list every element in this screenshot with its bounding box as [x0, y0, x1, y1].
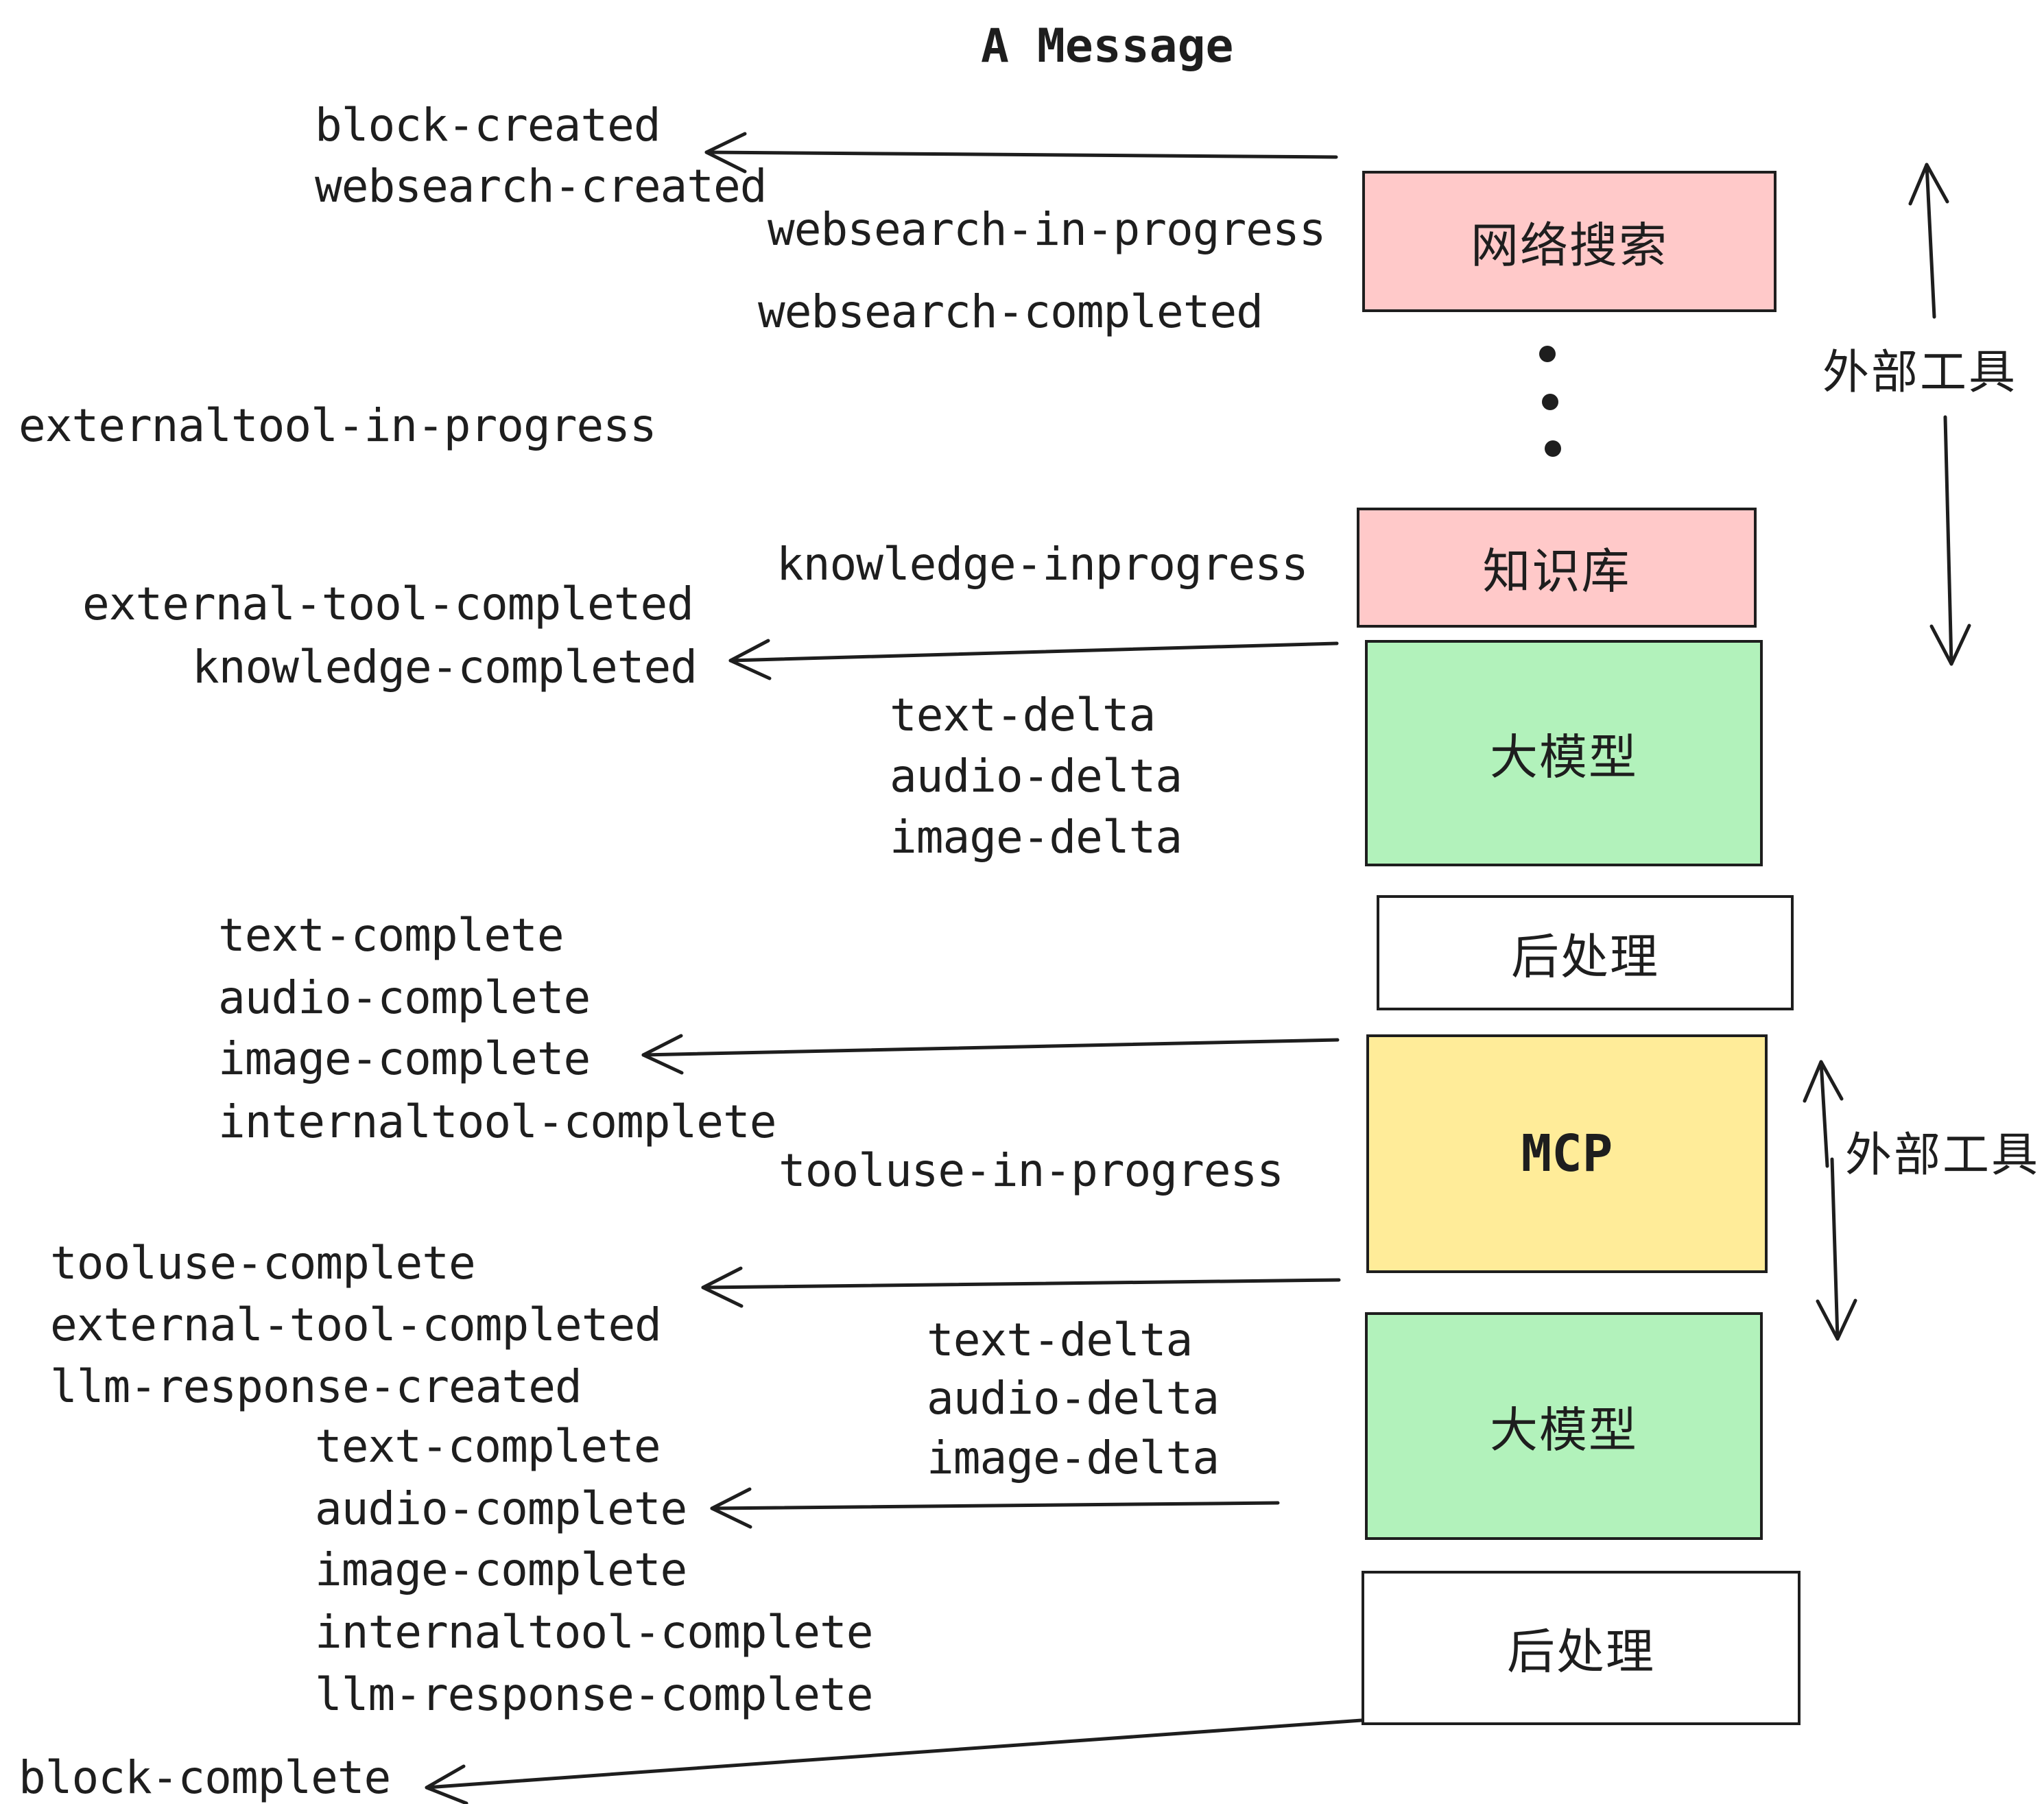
event-tooluse-in-progress: tooluse-in-progress [779, 1144, 1284, 1197]
event-external-tool-completed-2: external-tool-completed [50, 1298, 662, 1351]
box-llm-1-label: 大模型 [1490, 730, 1638, 784]
event-text-complete-1: text-complete [218, 909, 565, 962]
event-external-tool-completed-1: external-tool-completed [82, 578, 694, 630]
event-knowledge-completed: knowledge-completed [192, 641, 698, 693]
event-audio-delta-1: audio-delta [890, 750, 1183, 803]
event-llm-response-complete: llm-response-complete [315, 1668, 873, 1721]
event-text-delta-2: text-delta [927, 1314, 1193, 1366]
diagram-title: A Message [981, 19, 1234, 73]
event-externaltool-in-progress: externaltool-in-progress [19, 399, 657, 452]
event-text-complete-2: text-complete [315, 1420, 661, 1473]
external-tools-label-mcp: 外部工具 [1845, 1129, 2041, 1181]
box-postprocess-2: 后处理 [1362, 1571, 1801, 1725]
box-websearch-label: 网络搜索 [1471, 218, 1668, 272]
box-llm-2: 大模型 [1365, 1312, 1763, 1540]
event-image-delta-1: image-delta [890, 811, 1183, 864]
event-websearch-created: websearch-created [315, 160, 768, 213]
arrow-internal-complete [641, 1034, 1340, 1075]
event-audio-complete-1: audio-complete [218, 971, 591, 1024]
arrow-mcp-external-up [1803, 1060, 1844, 1168]
box-postprocess-1: 后处理 [1377, 895, 1794, 1010]
event-internaltool-complete-2: internaltool-complete [315, 1606, 873, 1659]
event-internaltool-complete-1: internaltool-complete [218, 1095, 776, 1148]
box-postprocess-2-label: 后处理 [1507, 1625, 1655, 1678]
event-image-complete-1: image-complete [218, 1032, 591, 1085]
box-postprocess-1-label: 后处理 [1511, 929, 1659, 984]
event-audio-delta-2: audio-delta [927, 1372, 1220, 1425]
event-image-delta-2: image-delta [927, 1432, 1220, 1484]
event-text-delta-1: text-delta [890, 689, 1156, 741]
external-tools-label-top: 外部工具 [1822, 346, 2018, 399]
event-block-created: block-created [315, 99, 661, 152]
event-block-complete: block-complete [19, 1751, 391, 1804]
ellipsis-dots [1539, 346, 1561, 457]
box-mcp: MCP [1366, 1034, 1768, 1273]
box-llm-1: 大模型 [1365, 640, 1763, 866]
event-websearch-in-progress: websearch-in-progress [768, 203, 1326, 256]
arrow-tooluse-complete [701, 1266, 1341, 1308]
box-llm-2-label: 大模型 [1490, 1403, 1638, 1457]
event-image-complete-2: image-complete [315, 1543, 687, 1596]
arrow-websearch-created [704, 132, 1338, 174]
event-knowledge-inprogress: knowledge-inprogress [776, 538, 1309, 591]
arrow-external-tools-down [1929, 415, 1971, 666]
arrow-external-tools-up [1908, 163, 1949, 319]
event-audio-complete-2: audio-complete [315, 1482, 687, 1535]
arrow-knowledge-completed [728, 639, 1339, 680]
box-mcp-label: MCP [1521, 1124, 1613, 1183]
event-tooluse-complete: tooluse-complete [50, 1237, 476, 1290]
event-websearch-completed: websearch-completed [758, 285, 1263, 338]
event-llm-response-created: llm-response-created [50, 1360, 582, 1413]
arrow-llm-complete [710, 1487, 1280, 1529]
box-knowledge: 知识库 [1357, 508, 1757, 628]
box-knowledge-label: 知识库 [1482, 545, 1631, 598]
arrow-block-complete [425, 1718, 1364, 1804]
box-websearch: 网络搜索 [1362, 171, 1776, 312]
arrow-mcp-external-down [1816, 1157, 1857, 1341]
